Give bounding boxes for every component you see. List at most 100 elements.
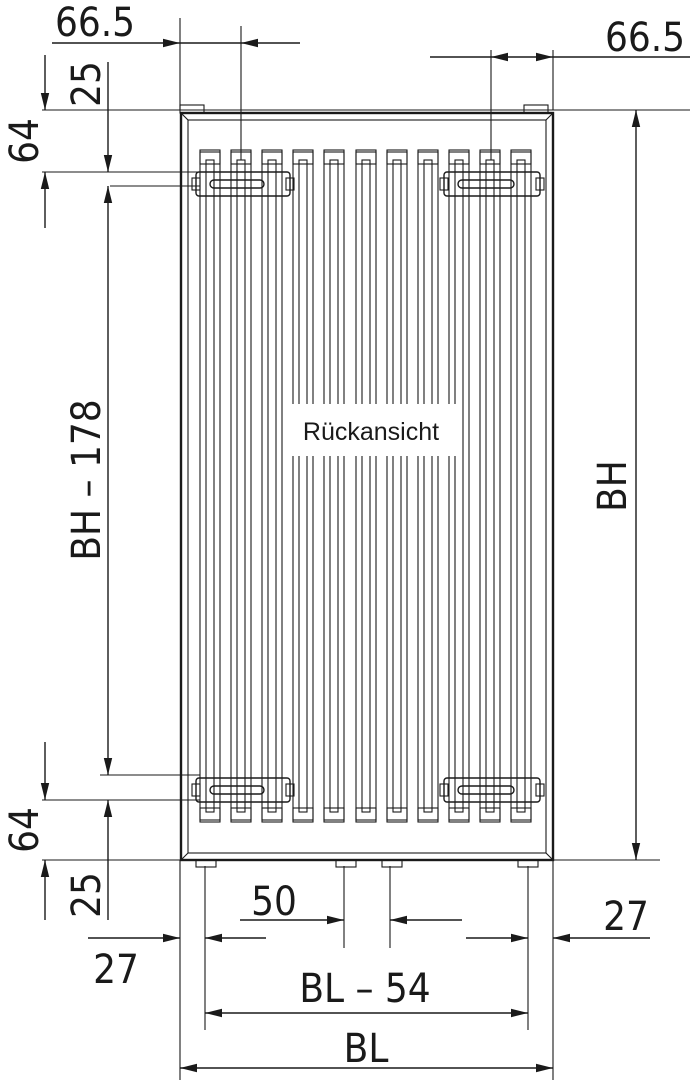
tube-cap-top [261, 149, 283, 165]
dimension-arrowhead [163, 38, 180, 48]
tube-cap-top [323, 149, 345, 165]
bracket-bottom-left [191, 777, 295, 803]
radiator-body [179, 111, 555, 862]
dimension-arrowhead [103, 186, 113, 203]
connection-stub-left [195, 859, 217, 868]
bracket-tab [285, 177, 295, 191]
bracket-bottom-right [439, 777, 545, 803]
bracket-tab [191, 783, 201, 797]
tube-cap-top [417, 149, 439, 165]
radiator-tube [355, 151, 377, 821]
dimension-arrowhead [180, 1063, 197, 1073]
dim-bottom-bracket-offset: 25 [64, 872, 110, 918]
dim-total-width: BL [344, 1026, 389, 1072]
dimension-arrowhead [40, 860, 50, 877]
dimension-arrowhead [511, 1008, 528, 1018]
dimension-arrowhead [241, 38, 258, 48]
radiator-tube-channel [361, 159, 371, 813]
bracket-tab [535, 177, 545, 191]
connection-stub-mid-left [335, 859, 357, 868]
frame-corner [545, 852, 554, 861]
bracket-top-right [439, 171, 545, 197]
radiator-tube [261, 151, 283, 821]
radiator-tube [323, 151, 345, 821]
radiator-tube [386, 151, 408, 821]
view-label: Rückansicht [303, 418, 439, 446]
dim-top-bracket-offset: 25 [64, 61, 110, 107]
dimension-arrowhead [536, 1063, 553, 1073]
tube-cap-bottom [199, 807, 221, 823]
radiator-tube [479, 151, 501, 821]
radiator-tube-channel [298, 159, 308, 813]
dimension-arrowhead [40, 93, 50, 110]
bracket-plate [443, 171, 541, 197]
tube-cap-bottom [230, 807, 252, 823]
radiator-tube-channel [329, 159, 339, 813]
radiator-inner-frame [187, 119, 547, 854]
bracket-plate [443, 777, 541, 803]
tube-cap-top [355, 149, 377, 165]
dimension-arrowhead [491, 52, 508, 62]
tube-cap-top [292, 149, 314, 165]
bracket-tab [191, 177, 201, 191]
tube-cap-top [510, 149, 532, 165]
dimension-arrowhead [40, 783, 50, 800]
radiator-tube-channel [454, 159, 464, 813]
pipe-connections [179, 104, 549, 868]
dimension-arrowhead [631, 110, 641, 127]
bracket-slot [209, 179, 265, 189]
tube-cap-bottom [292, 807, 314, 823]
bracket-slot [209, 785, 265, 795]
dimension-arrowhead [103, 155, 113, 172]
dim-left-connection-offset: 27 [93, 947, 139, 993]
dim-connection-spacing: 50 [251, 879, 297, 925]
bracket-plate [195, 171, 291, 197]
radiator-tube-channel [485, 159, 495, 813]
dimension-arrowhead [103, 758, 113, 775]
tube-cap-bottom [355, 807, 377, 823]
dim-top-right-offset: 66.5 [605, 15, 685, 61]
radiator-outer-frame [179, 111, 555, 862]
frame-corner [180, 852, 189, 861]
view-label-box: Rückansicht [284, 404, 458, 456]
radiator-tube-channel [423, 159, 433, 813]
dim-bracket-height: BH – 178 [64, 399, 110, 560]
radiator-tube [230, 151, 252, 821]
radiator-tube [199, 151, 221, 821]
connection-stub-right-top [523, 104, 549, 114]
tube-cap-top [386, 149, 408, 165]
bracket-slot [457, 179, 515, 189]
dimension-lines [40, 18, 690, 1080]
tube-caps [199, 149, 532, 823]
radiator-tube [292, 151, 314, 821]
tube-cap-top [448, 149, 470, 165]
radiator-tube-channel [205, 159, 215, 813]
radiator-tube [417, 151, 439, 821]
connection-stub-mid-right [381, 859, 403, 868]
dimension-arrowhead [103, 800, 113, 817]
dimension-arrowhead [511, 933, 528, 943]
dimension-arrowhead [631, 843, 641, 860]
radiator-tube-channel [392, 159, 402, 813]
radiator-tube-channel [236, 159, 246, 813]
dim-top-bracket-spacing: 64 [2, 118, 48, 164]
radiator-tubes [199, 151, 532, 821]
frame-corner [545, 112, 554, 121]
radiator-tube [448, 151, 470, 821]
frame-corner [180, 112, 189, 121]
tube-cap-bottom [448, 807, 470, 823]
bracket-tab [439, 783, 449, 797]
radiator-tube-channel [267, 159, 277, 813]
bracket-plate [195, 777, 291, 803]
mounting-brackets [191, 171, 545, 803]
dimension-arrowhead [536, 52, 553, 62]
dimension-arrowhead [327, 915, 344, 925]
dimension-arrowhead [205, 933, 222, 943]
tube-cap-bottom [479, 807, 501, 823]
dim-right-connection-offset: 27 [603, 894, 649, 940]
dimension-arrowhead [553, 933, 570, 943]
bracket-tab [439, 177, 449, 191]
tube-cap-bottom [323, 807, 345, 823]
dimension-arrowhead [40, 172, 50, 189]
